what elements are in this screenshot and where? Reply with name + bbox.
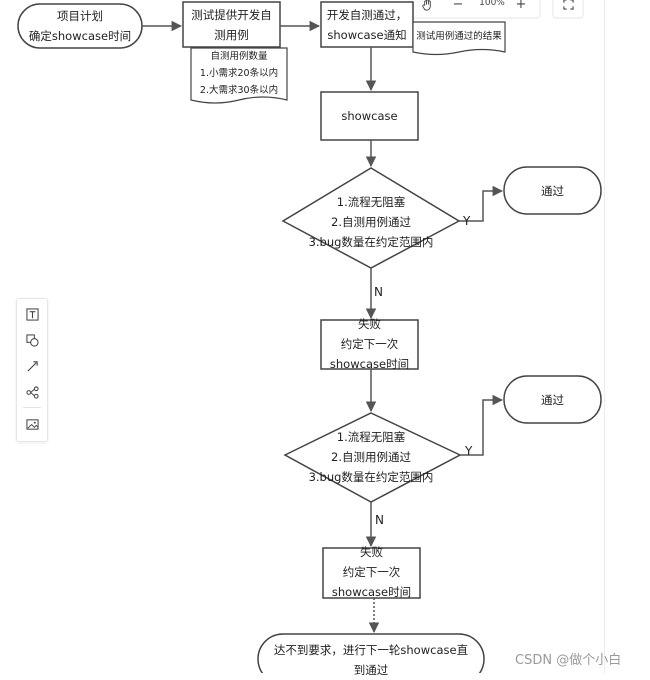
end-node[interactable]: [257, 633, 485, 673]
decision2-line-3: 3.bug数量在约定范围内: [308, 470, 434, 484]
self-cases-line-3: 2.大需求30条以内: [199, 85, 279, 96]
dev-selftest-text: 开发自测通过， showcase通知: [321, 2, 413, 47]
pass1-label: 通过: [541, 183, 564, 198]
edge-decision1-to-pass1: [459, 185, 504, 222]
text-tool-icon[interactable]: [17, 302, 47, 326]
self-cases-document[interactable]: [190, 47, 288, 104]
fail1-line-2: 约定下一次: [340, 337, 399, 351]
dev-selftest-node[interactable]: [320, 1, 414, 48]
showcase-label: showcase: [341, 109, 398, 123]
start-line-1: 项目计划: [56, 9, 103, 23]
end-text: 达不到要求，进行下一轮showcase直到通过: [258, 640, 484, 680]
shape-tool-icon[interactable]: [17, 328, 47, 352]
watermark: CSDN @做个小白: [515, 653, 622, 668]
fail2-line-3: showcase时间: [331, 585, 412, 599]
dev-selftest-line-1: 开发自测通过，: [326, 7, 408, 22]
left-toolbar: [16, 298, 48, 442]
fail2-text: 失败约定下一次 showcase时间: [323, 542, 420, 602]
fail2-line-1: 失败: [359, 545, 383, 559]
fail-node-1[interactable]: [320, 319, 419, 370]
test-provide-line-1: 测试提供开发自: [191, 7, 272, 22]
pass-node-1[interactable]: [503, 166, 602, 215]
fail1-line-3: showcase时间: [329, 357, 410, 371]
edge-label-n1: N: [374, 285, 383, 299]
edge-label-y1: Y: [463, 214, 471, 228]
fit-toolbar: [552, 0, 584, 19]
fail-node-2[interactable]: [322, 547, 421, 599]
self-cases-text: 自测用例数量 1.小需求20条以内 2.大需求30条以内: [191, 48, 287, 102]
pass2-label: 通过: [541, 392, 564, 407]
decision2-text: 1.流程无阻塞 2.自测用例通过 3.bug数量在约定范围内: [291, 425, 451, 489]
result-document[interactable]: [412, 21, 506, 56]
edge-label-n2: N: [375, 513, 384, 527]
fail1-text: 失败约定下一次 showcase时间: [321, 314, 418, 374]
result-document-text: 测试用例通过的结果: [413, 24, 505, 50]
self-cases-line-2: 1.小需求20条以内: [199, 68, 279, 79]
self-cases-line-1: 自测用例数量: [210, 51, 268, 62]
test-provide-text: 测试提供开发自测用例: [183, 2, 280, 47]
start-line-2: 确定showcase时间: [28, 29, 132, 43]
end-line-2: 到通过: [353, 663, 389, 677]
fail2-line-2: 约定下一次: [342, 565, 401, 579]
decision1-text: 1.流程无阻塞 2.自测用例通过 3.bug数量在约定范围内: [291, 190, 451, 254]
decision1-line-1: 1.流程无阻塞: [336, 195, 406, 209]
canvas-right-border: [604, 0, 605, 673]
hand-icon[interactable]: [417, 0, 437, 14]
image-tool-icon[interactable]: [17, 412, 47, 436]
pass2-text: 通过: [504, 376, 601, 423]
pass-node-2[interactable]: [503, 375, 602, 424]
zoom-in-button[interactable]: +: [515, 0, 527, 12]
edge-label-y2: Y: [465, 444, 473, 458]
decision2-line-2: 2.自测用例通过: [331, 450, 411, 464]
edge-decision2-to-pass2: [460, 394, 504, 456]
result-line-1: 测试用例通过的结果: [416, 31, 502, 42]
showcase-text: showcase: [321, 92, 418, 140]
start-node-text: 项目计划确定showcase时间: [18, 4, 142, 48]
zoom-level: 100%: [479, 0, 505, 8]
test-provide-line-2: 测用例: [214, 27, 249, 42]
showcase-node[interactable]: [320, 91, 419, 141]
fullscreen-icon[interactable]: [558, 0, 578, 13]
toolbar-divider: [23, 407, 41, 408]
decision2-line-1: 1.流程无阻塞: [336, 430, 406, 444]
decision1-line-2: 2.自测用例通过: [331, 215, 411, 229]
mindmap-tool-icon[interactable]: [17, 380, 47, 404]
end-line-1: 达不到要求，进行下一轮showcase直: [273, 643, 469, 657]
decision1-line-3: 3.bug数量在约定范围内: [308, 235, 434, 249]
zoom-out-button[interactable]: −: [452, 0, 464, 12]
dev-selftest-line-2: showcase通知: [327, 27, 407, 42]
pass1-text: 通过: [504, 167, 601, 214]
fail1-line-1: 失败: [357, 317, 381, 331]
line-tool-icon[interactable]: [17, 354, 47, 378]
test-provide-node[interactable]: [182, 1, 281, 48]
